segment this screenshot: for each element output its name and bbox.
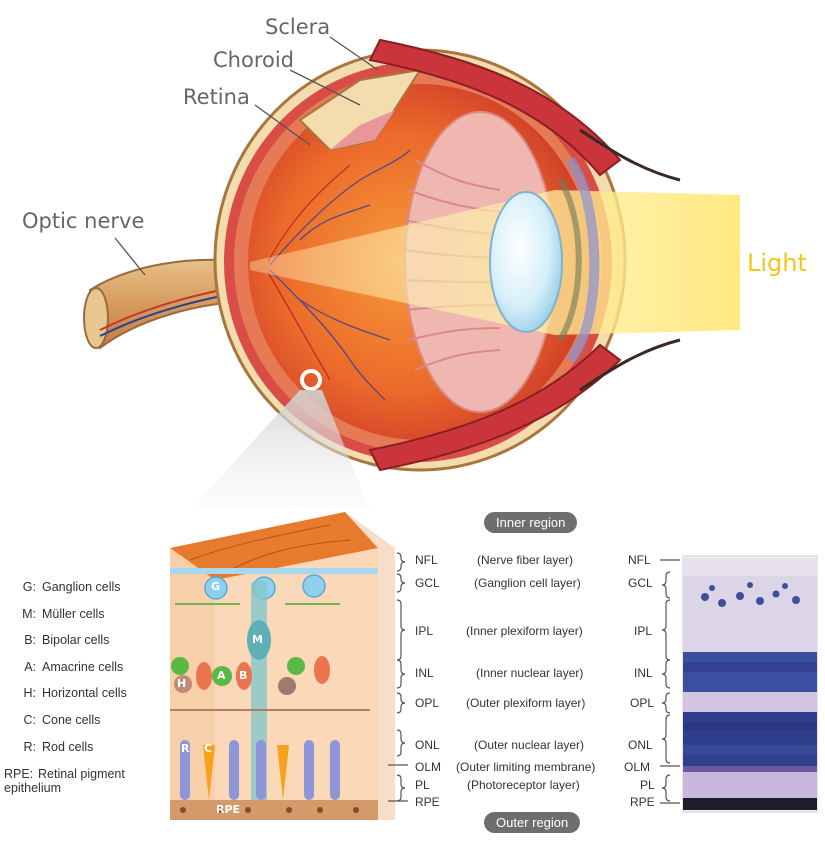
bipolar-cell [196, 662, 212, 690]
cell-letter-g: G [211, 580, 221, 593]
photoreceptors [180, 740, 340, 800]
legend-item: B:Bipolar cells [24, 633, 110, 647]
cell-letter-h: H [177, 677, 187, 690]
layer-abbr-right: OLM [624, 760, 651, 774]
legend-item: G:Ganglion cells [22, 580, 121, 594]
retina-leader [254, 104, 311, 146]
zoom-marker [300, 369, 322, 391]
layer-name: (Inner nuclear layer) [476, 666, 584, 680]
ganglion-cell [302, 574, 326, 598]
cell-letter-r: R [181, 742, 190, 755]
inner-region-pill: Inner region [484, 512, 578, 533]
label-choroid: Choroid [213, 48, 295, 72]
layer-abbr-right: INL [634, 666, 653, 680]
cell-letter-b: B [239, 669, 248, 682]
layer-braces [388, 552, 680, 804]
bipolar-cell [314, 656, 330, 684]
label-light: Light [747, 249, 807, 277]
legend-item: C:Cone cells [23, 713, 101, 727]
sclera-leader [329, 36, 379, 71]
choroid-leader [289, 69, 361, 106]
eyelid-muscles [368, 38, 681, 472]
layer-abbr-right: GCL [628, 576, 653, 590]
cell-letter-a: A [217, 669, 226, 682]
label-sclera: Sclera [265, 15, 331, 39]
layer-abbr-right: IPL [634, 624, 653, 638]
layer-abbr-left: NFL [415, 553, 438, 567]
legend-item: M:Müller cells [22, 607, 105, 621]
layer-name: (Nerve fiber layer) [477, 553, 574, 567]
amacrine-cell [171, 657, 189, 675]
layer-abbr-left: GCL [415, 576, 440, 590]
legend-item: H:Horizontal cells [23, 686, 127, 700]
bipolar-cell [236, 662, 252, 690]
zoom-funnel [190, 390, 370, 510]
layer-abbr-right: RPE [630, 795, 655, 809]
layer-abbr-left: PL [415, 778, 430, 792]
amacrine-cell [212, 666, 232, 686]
horizontal-cell [278, 677, 296, 695]
layer-name: (Outer limiting membrane) [456, 760, 596, 774]
layer-abbr-left: OPL [415, 696, 440, 710]
layer-abbr-right: PL [640, 778, 655, 792]
layer-name: (Ganglion cell layer) [474, 576, 581, 590]
outer-region-pill: Outer region [484, 812, 581, 833]
cell-letter-c: C [204, 742, 213, 755]
label-retina: Retina [183, 85, 250, 109]
layer-name: (Photoreceptor layer) [467, 778, 580, 792]
optic-nerve-leader [114, 237, 146, 276]
layer-abbr-right: NFL [628, 553, 651, 567]
layer-abbr-right: OPL [630, 696, 655, 710]
cell-letter-rpe: RPE [216, 803, 241, 816]
layer-abbr-left: ONL [415, 738, 440, 752]
legend-item: R:Rod cells [23, 740, 94, 754]
layer-abbr-left: RPE [415, 795, 440, 809]
layer-abbr-left: IPL [415, 624, 434, 638]
retina-section [170, 512, 395, 820]
histology-panel [682, 555, 818, 813]
layer-abbr-right: ONL [628, 738, 653, 752]
layer-name: (Inner plexiform layer) [466, 624, 583, 638]
muller-nucleus [247, 620, 271, 660]
cell-letter-m: M [252, 633, 263, 646]
ganglion-cell [204, 576, 228, 600]
amacrine-cell [287, 657, 305, 675]
layer-abbr-left: OLM [415, 760, 442, 774]
rpe-layer [170, 800, 378, 820]
layer-abbr-left: INL [415, 666, 434, 680]
layer-name: (Outer plexiform layer) [466, 696, 586, 710]
layer-name: (Outer nuclear layer) [474, 738, 585, 752]
horizontal-cell [174, 675, 192, 693]
legend-item: A:Amacrine cells [24, 660, 124, 674]
label-optic-nerve: Optic nerve [22, 209, 145, 233]
lens [489, 157, 600, 364]
legend-item: RPE:Retinal pigment epithelium [4, 767, 125, 795]
